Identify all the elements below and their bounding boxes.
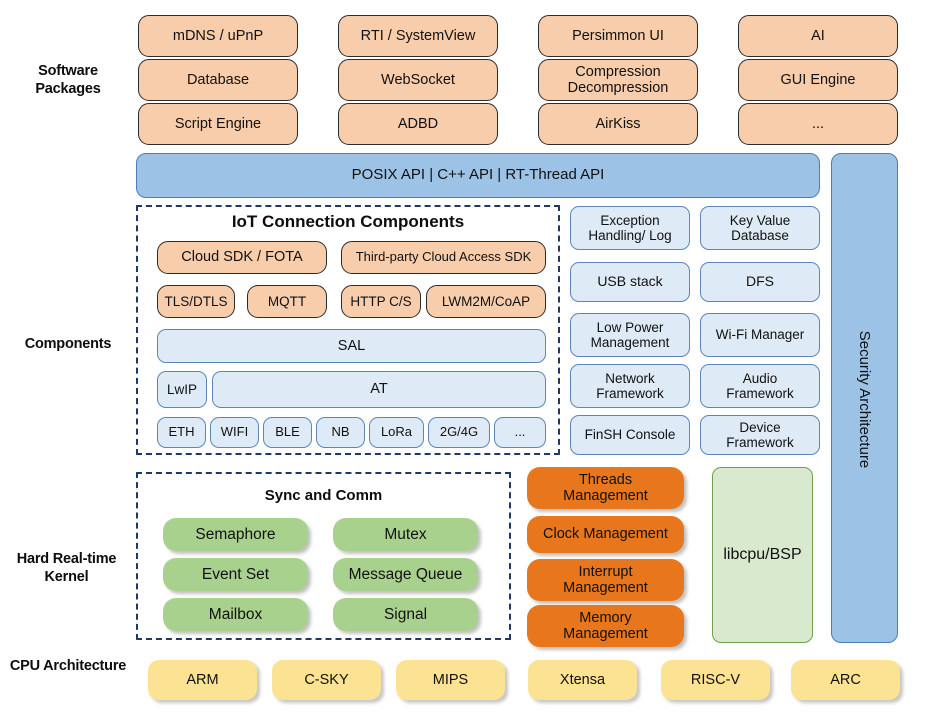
iot-link-ble[interactable]: BLE — [263, 417, 312, 448]
kernel-event-set[interactable]: Event Set — [163, 558, 308, 591]
component-finsh-console[interactable]: FinSH Console — [570, 415, 690, 455]
package-script-engine[interactable]: Script Engine — [138, 103, 298, 145]
sync-comm-frame — [136, 472, 511, 640]
component-key-value-database[interactable]: Key Value Database — [700, 206, 820, 250]
kernel-threads-management[interactable]: Threads Management — [527, 467, 684, 509]
cpu-mips[interactable]: MIPS — [396, 660, 505, 700]
row-label-kernel: Hard Real-time Kernel — [16, 551, 117, 586]
security-architecture-label: Security Architecture — [856, 330, 873, 469]
kernel-message-queue[interactable]: Message Queue — [333, 558, 478, 591]
component-dfs[interactable]: DFS — [700, 262, 820, 302]
kernel-signal[interactable]: Signal — [333, 598, 478, 631]
cpu-risc-v[interactable]: RISC-V — [661, 660, 770, 700]
kernel-mailbox[interactable]: Mailbox — [163, 598, 308, 631]
package-adbd[interactable]: ADBD — [338, 103, 498, 145]
package-gui-engine[interactable]: GUI Engine — [738, 59, 898, 101]
package-airkiss[interactable]: AirKiss — [538, 103, 698, 145]
cpu-xtensa[interactable]: Xtensa — [528, 660, 637, 700]
kernel-libcpu-bsp[interactable]: libcpu/BSP — [712, 467, 813, 643]
package-database[interactable]: Database — [138, 59, 298, 101]
component-low-power-management[interactable]: Low Power Management — [570, 313, 690, 357]
iot-link-more[interactable]: ... — [494, 417, 546, 448]
kernel-interrupt-management[interactable]: Interrupt Management — [527, 559, 684, 601]
component-audio-framework[interactable]: Audio Framework — [700, 364, 820, 408]
iot-cloud-sdk-fota[interactable]: Cloud SDK / FOTA — [157, 241, 327, 274]
iot-sal[interactable]: SAL — [157, 329, 546, 363]
package-more[interactable]: ... — [738, 103, 898, 145]
row-label-components: Components — [24, 336, 112, 352]
iot-lwm2m-coap[interactable]: LWM2M/CoAP — [426, 285, 546, 318]
iot-link-nb[interactable]: NB — [316, 417, 365, 448]
row-label-software-packages: Software Packages — [35, 63, 101, 98]
cpu-arm[interactable]: ARM — [148, 660, 257, 700]
package-persimmon-ui[interactable]: Persimmon UI — [538, 15, 698, 57]
package-rti-systemview[interactable]: RTI / SystemView — [338, 15, 498, 57]
iot-link-eth[interactable]: ETH — [157, 417, 206, 448]
package-mdns-upnp[interactable]: mDNS / uPnP — [138, 15, 298, 57]
package-compression-decompression[interactable]: Compression Decompression — [538, 59, 698, 101]
iot-components-frame — [136, 205, 560, 455]
iot-link-2g-4g[interactable]: 2G/4G — [428, 417, 490, 448]
component-network-framework[interactable]: Network Framework — [570, 364, 690, 408]
api-bar: POSIX API | C++ API | RT-Thread API — [136, 153, 820, 198]
component-device-framework[interactable]: Device Framework — [700, 415, 820, 455]
iot-http-cs[interactable]: HTTP C/S — [341, 285, 421, 318]
kernel-semaphore[interactable]: Semaphore — [163, 518, 308, 551]
cpu-c-sky[interactable]: C-SKY — [272, 660, 381, 700]
iot-at[interactable]: AT — [212, 371, 546, 408]
cpu-arc[interactable]: ARC — [791, 660, 900, 700]
component-usb-stack[interactable]: USB stack — [570, 262, 690, 302]
iot-third-party-cloud-access-sdk[interactable]: Third-party Cloud Access SDK — [341, 241, 546, 274]
kernel-mutex[interactable]: Mutex — [333, 518, 478, 551]
iot-mqtt[interactable]: MQTT — [247, 285, 327, 318]
iot-tls-dtls[interactable]: TLS/DTLS — [157, 285, 235, 318]
row-label-cpu: CPU Architecture — [9, 658, 127, 674]
iot-lwip[interactable]: LwIP — [157, 371, 207, 408]
sync-comm-title: Sync and Comm — [264, 487, 383, 504]
iot-link-wifi[interactable]: WIFI — [210, 417, 259, 448]
package-ai[interactable]: AI — [738, 15, 898, 57]
iot-components-title: IoT Connection Components — [231, 212, 465, 231]
package-websocket[interactable]: WebSocket — [338, 59, 498, 101]
iot-link-lora[interactable]: LoRa — [369, 417, 424, 448]
kernel-clock-management[interactable]: Clock Management — [527, 516, 684, 553]
component-wifi-manager[interactable]: Wi-Fi Manager — [700, 313, 820, 357]
component-exception-handling-log[interactable]: Exception Handling/ Log — [570, 206, 690, 250]
security-architecture-bar — [831, 153, 898, 643]
kernel-memory-management[interactable]: Memory Management — [527, 605, 684, 647]
